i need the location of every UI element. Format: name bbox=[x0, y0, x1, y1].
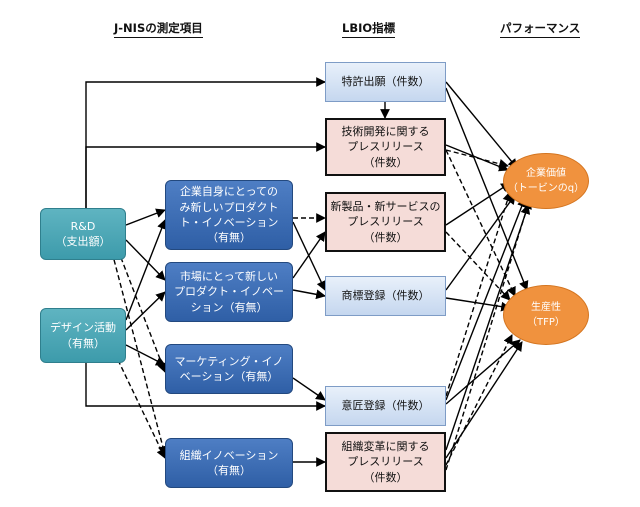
edge-orgpress-value bbox=[445, 199, 532, 451]
edge-techpress-value bbox=[445, 144, 509, 172]
edge-patent-tfp bbox=[445, 87, 529, 291]
header-lbio: LBIO指標 bbox=[342, 20, 396, 38]
edge-techpress-tfp-dashed bbox=[445, 149, 516, 297]
edge-rd-techpress bbox=[85, 142, 326, 215]
node-organization-innovation: 組織イノベーション （有無） bbox=[165, 438, 293, 488]
header-performance: パフォーマンス bbox=[500, 20, 581, 38]
edge-design-organization-dashed bbox=[117, 359, 166, 459]
edge-designreg-value-dashed bbox=[445, 191, 513, 397]
edge-trademark-tfp bbox=[445, 297, 511, 312]
edge-patent-value bbox=[445, 81, 518, 169]
node-product-press-release: 新製品・新サービスの プレスリリース （件数） bbox=[325, 192, 446, 252]
node-org-change-press-release: 組織変革に関する プレスリリース （件数） bbox=[325, 432, 446, 492]
edge-orgpress-tfp-dashed bbox=[445, 334, 513, 466]
edge-techpress-value-dashed bbox=[445, 149, 509, 169]
edge-rd-firmnew bbox=[125, 208, 166, 226]
edge-orgpress-tfp bbox=[445, 341, 523, 459]
edge-designreg-value bbox=[445, 197, 527, 401]
node-productivity: 生産性 （TFP） bbox=[503, 285, 589, 345]
edge-designreg-tfp bbox=[445, 339, 521, 405]
node-firm-new-product-innovation: 企業自身にとっての み新しいプロダクト ト・イノベーション （有無） bbox=[165, 180, 293, 250]
header-jnis: J-NISの測定項目 bbox=[114, 20, 203, 38]
edge-marketing-designreg bbox=[292, 377, 326, 401]
node-rd: R&D （支出額） bbox=[40, 208, 126, 260]
edge-marketnew-trademark bbox=[292, 289, 326, 300]
node-patent-applications: 特許出願（件数） bbox=[325, 62, 446, 102]
edge-design-marketnew bbox=[125, 291, 166, 331]
edge-marketnew-productpress bbox=[292, 231, 326, 279]
edge-orgpress-value-dashed bbox=[445, 204, 531, 471]
node-tech-press-release: 技術開発に関する プレスリリース （件数） bbox=[325, 118, 446, 176]
node-design-activity: デザイン活動 （有無） bbox=[40, 308, 126, 363]
node-trademark-registration: 商標登録（件数） bbox=[325, 276, 446, 316]
edge-rd-organization-dashed bbox=[111, 251, 168, 456]
edge-design-firmnew bbox=[125, 219, 167, 321]
edge-design-designreg bbox=[85, 363, 326, 411]
node-marketing-innovation: マーケティング・イノ ベーション（有無） bbox=[165, 344, 293, 394]
edge-rd-marketing-dashed bbox=[117, 249, 167, 373]
node-market-new-product-innovation: 市場にとって新しい プロダクト・イノベー ション（有無） bbox=[165, 262, 293, 322]
edge-design-marketing bbox=[125, 344, 166, 366]
edge-productpress-value bbox=[445, 182, 511, 226]
edge-rd-marketnew bbox=[125, 239, 166, 281]
node-design-registration: 意匠登録（件数） bbox=[325, 386, 446, 426]
node-firm-value: 企業価値 （トービンのq） bbox=[503, 153, 589, 209]
